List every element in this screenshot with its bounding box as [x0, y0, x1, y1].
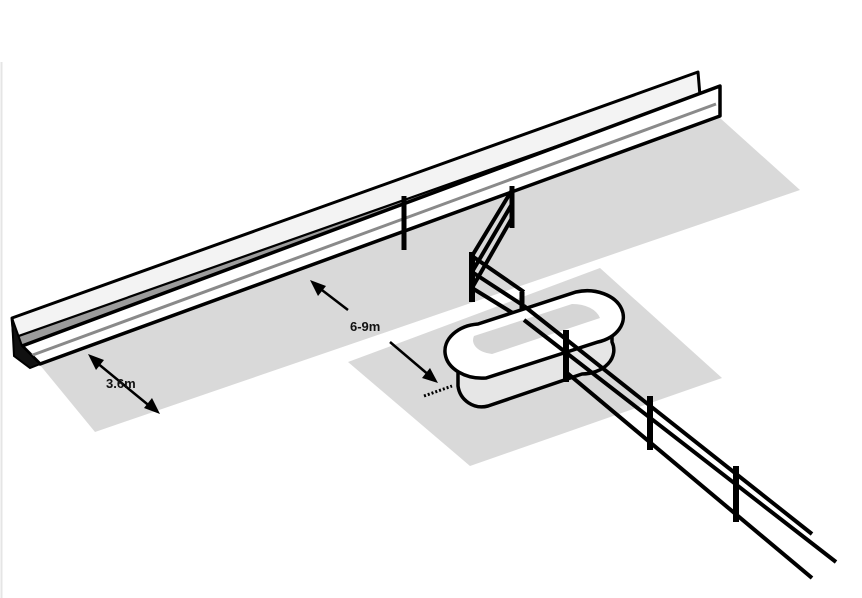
- feed-bunk: [10, 70, 722, 370]
- feed-bunk-shadow-line: [29, 102, 717, 358]
- dimension-arrow-line: [317, 286, 349, 311]
- apron-width-dimension: 3.6m: [88, 354, 160, 414]
- arrowhead: [88, 354, 104, 370]
- fence-wire: [470, 254, 526, 294]
- fence-wire: [470, 270, 526, 308]
- arrowhead: [310, 280, 326, 296]
- dotted-reference-line: [423, 384, 453, 398]
- fence-wire: [522, 304, 814, 536]
- fence-wire: [564, 370, 814, 580]
- dimension-arrow-line: [389, 341, 431, 377]
- arrowhead: [422, 368, 438, 383]
- feed-apron-shading: [40, 118, 800, 432]
- dimension-arrow-line: [95, 361, 153, 409]
- feed-bunk-end-cap: [11, 317, 42, 370]
- front-fence: [522, 304, 838, 580]
- feeder-trough-distance-label: 6-9m: [350, 319, 380, 334]
- feeder-trough-distance-dimension: 6-9m: [310, 280, 453, 398]
- fence-wire: [522, 318, 838, 564]
- arrowhead: [144, 398, 160, 414]
- apron-width-label: 3.6m: [106, 376, 136, 391]
- gate-rail: [470, 188, 514, 258]
